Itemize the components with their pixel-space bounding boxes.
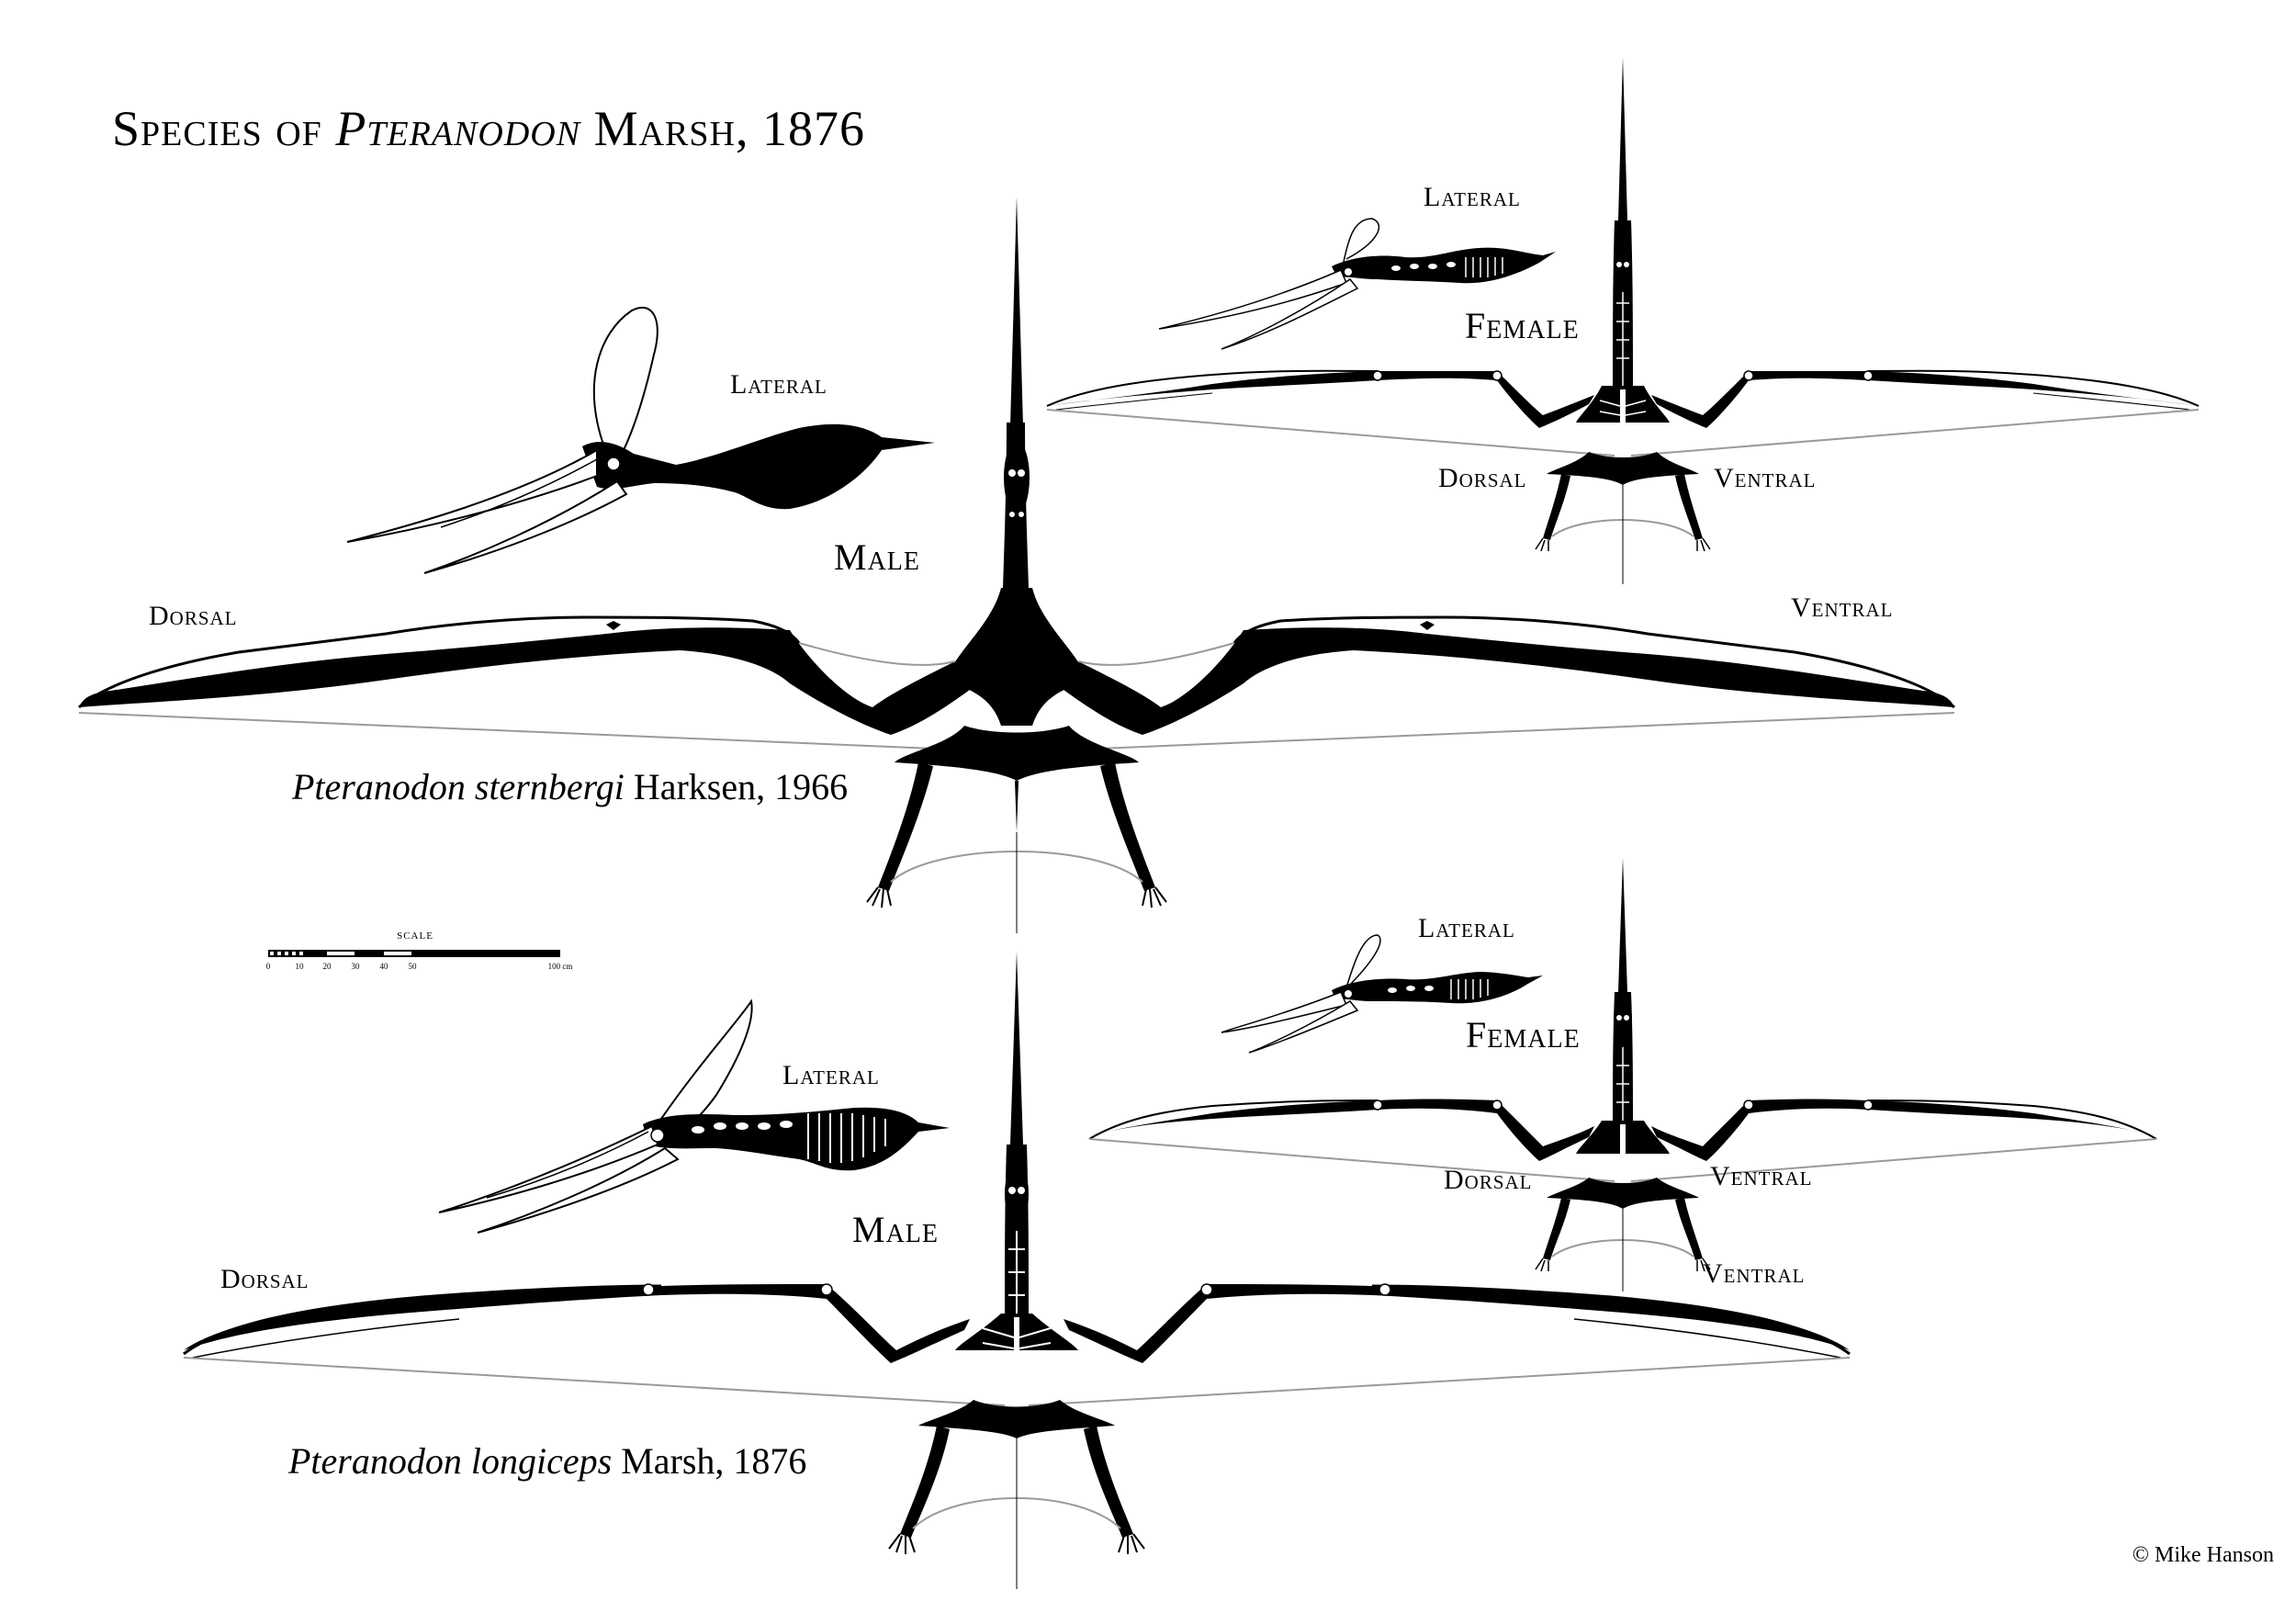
longiceps-male-dorsal-label: Dorsal bbox=[220, 1264, 310, 1294]
scale-tick-50: 50 bbox=[409, 962, 418, 971]
sternbergi-female-spread-skeleton bbox=[1046, 57, 2200, 584]
scale-tick-20: 20 bbox=[323, 962, 332, 971]
sternbergi-female-ventral-label: Ventral bbox=[1714, 463, 1817, 493]
longiceps-male-lateral-label: Lateral bbox=[782, 1060, 880, 1090]
figure-title: Species of Pteranodon Marsh, 1876 bbox=[112, 101, 865, 156]
sternbergi-male-lateral-silhouette bbox=[346, 306, 935, 574]
longiceps-female-lateral-label: Lateral bbox=[1418, 913, 1515, 943]
longiceps-male-spread-skeleton bbox=[183, 952, 1851, 1589]
scale-bar-segments bbox=[270, 952, 411, 955]
scale-bar-title: SCALE bbox=[397, 930, 433, 942]
scale-bar: SCALE 0 10 20 30 40 50 100 cm bbox=[266, 930, 573, 971]
sternbergi-female-sex-label: Female bbox=[1465, 305, 1580, 346]
scale-bar-track bbox=[268, 950, 560, 957]
longiceps-male-ventral-label: Ventral bbox=[1703, 1258, 1806, 1289]
longiceps-female-spread-skeleton bbox=[1088, 858, 2157, 1291]
sternbergi-female-dorsal-label: Dorsal bbox=[1438, 463, 1527, 493]
longiceps-female-dorsal-label: Dorsal bbox=[1444, 1165, 1533, 1195]
sternbergi-female-lateral-label: Lateral bbox=[1424, 182, 1521, 212]
sternbergi-male-lateral-label: Lateral bbox=[730, 369, 827, 400]
longiceps-male-lateral-skeleton bbox=[438, 998, 950, 1234]
sternbergi-male-dorsal-label: Dorsal bbox=[149, 601, 238, 631]
sternbergi-species-name: Pteranodon sternbergi Harksen, 1966 bbox=[291, 766, 848, 807]
sternbergi-female-illustration: Lateral Female Dorsal Ventral bbox=[1046, 57, 2200, 584]
longiceps-female-illustration: Lateral Female Dorsal Ventral bbox=[1088, 858, 2157, 1291]
longiceps-female-sex-label: Female bbox=[1466, 1014, 1581, 1055]
longiceps-male-illustration: Lateral Male Dorsal Ventral bbox=[183, 952, 1851, 1589]
scale-tick-0: 0 bbox=[266, 962, 271, 971]
sternbergi-male-spread-silhouette bbox=[78, 197, 1955, 933]
sternbergi-male-sex-label: Male bbox=[834, 536, 920, 578]
artist-credit: © Mike Hanson bbox=[2133, 1543, 2274, 1567]
longiceps-female-lateral-skeleton bbox=[1221, 934, 1543, 1054]
scale-tick-100: 100 cm bbox=[548, 962, 573, 971]
scale-tick-40: 40 bbox=[380, 962, 389, 971]
sternbergi-male-ventral-label: Ventral bbox=[1791, 592, 1894, 623]
longiceps-species-name: Pteranodon longiceps Marsh, 1876 bbox=[287, 1440, 806, 1482]
scale-tick-10: 10 bbox=[296, 962, 305, 971]
sternbergi-female-lateral-skeleton bbox=[1158, 218, 1556, 350]
longiceps-female-ventral-label: Ventral bbox=[1710, 1161, 1813, 1191]
sternbergi-male-illustration: Lateral Male Dorsal Ventral bbox=[78, 197, 1955, 933]
longiceps-male-sex-label: Male bbox=[852, 1209, 939, 1250]
scale-tick-30: 30 bbox=[352, 962, 361, 971]
